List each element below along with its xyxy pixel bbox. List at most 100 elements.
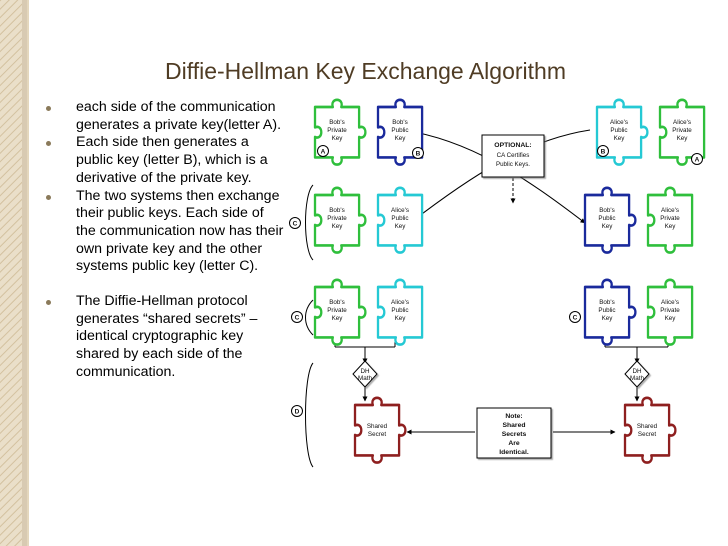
note-box-line: Secrets [502, 431, 527, 438]
svg-text:Alice's: Alice's [661, 207, 679, 214]
puzzle-shared-secret-right: Shared Secret [623, 396, 677, 464]
svg-text:C: C [293, 221, 298, 228]
label-a-left: A [317, 145, 329, 157]
puzzle-piece-icon [353, 396, 407, 464]
puzzle-piece-icon [313, 186, 367, 254]
puzzle-alice-private-row2: Alice's Private Key [646, 186, 694, 254]
puzzle-alice-public-row1: Alice's Public Key [595, 98, 649, 166]
puzzle-shared-secret-left: Shared Secret [353, 396, 407, 464]
note-box [476, 407, 552, 459]
optional-box-line: CA Certifies [497, 152, 530, 159]
svg-text:Public: Public [391, 127, 408, 134]
svg-text:Private: Private [660, 307, 680, 314]
puzzle-piece-icon [583, 278, 637, 346]
label-b-right: B [597, 145, 609, 157]
dh-diagram: Bob's Private Key Bob's Public Key Alice… [289, 98, 706, 468]
svg-text:Secret: Secret [368, 431, 386, 438]
puzzle-piece-icon [376, 98, 424, 166]
svg-text:Secret: Secret [638, 431, 656, 438]
svg-text:Alice's: Alice's [391, 207, 409, 214]
optional-ca-box [481, 134, 545, 178]
puzzle-alice-public-row2: Alice's Public Key [376, 186, 424, 254]
bullet-dot-icon [46, 141, 51, 147]
puzzle-piece-icon [595, 98, 649, 166]
svg-text:Key: Key [614, 135, 626, 142]
puzzle-piece-icon [313, 278, 367, 346]
puzzle-piece-icon [376, 278, 424, 346]
puzzle-piece-icon [376, 186, 424, 254]
svg-text:Bob's: Bob's [392, 119, 408, 126]
svg-text:Key: Key [332, 223, 344, 230]
puzzle-bob-private-row2: Bob's Private Key [313, 186, 367, 254]
svg-text:Bob's: Bob's [329, 299, 345, 306]
svg-text:Bob's: Bob's [599, 207, 615, 214]
svg-text:Shared: Shared [637, 423, 658, 430]
bullet-list: each side of the communication generates… [46, 99, 286, 382]
svg-text:Public: Public [391, 215, 408, 222]
svg-text:Alice's: Alice's [610, 119, 628, 126]
sidebar-decoration [0, 0, 29, 546]
puzzle-alice-public-row3: Alice's Public Key [376, 278, 424, 346]
svg-text:Key: Key [665, 315, 677, 322]
svg-text:Alice's: Alice's [673, 119, 691, 126]
svg-text:DH: DH [360, 368, 370, 375]
bullet-dot-icon [46, 194, 51, 200]
optional-box-line: OPTIONAL: [494, 142, 531, 149]
svg-text:C: C [573, 315, 578, 322]
bullet-item: Each side then generates a public key (l… [46, 134, 286, 187]
puzzle-piece-icon [583, 186, 637, 254]
svg-text:Shared: Shared [367, 423, 388, 430]
svg-text:Key: Key [602, 223, 614, 230]
label-b-left: B [412, 147, 424, 159]
svg-text:Public: Public [391, 307, 408, 314]
svg-text:Alice's: Alice's [661, 299, 679, 306]
dh-math-left: DH Math [352, 360, 378, 388]
puzzle-piece-icon [623, 396, 677, 464]
dh-math-right: DH Math [624, 360, 650, 388]
svg-text:Private: Private [327, 127, 347, 134]
svg-text:Private: Private [660, 215, 680, 222]
svg-text:Bob's: Bob's [599, 299, 615, 306]
slide-title: Diffie-Hellman Key Exchange Algorithm [165, 58, 566, 84]
bullet-dot-icon [46, 106, 51, 111]
puzzle-bob-public-row2: Bob's Public Key [583, 186, 637, 254]
note-box-line: Are [508, 440, 520, 447]
svg-text:Key: Key [332, 135, 344, 142]
label-c-row2: C [289, 217, 301, 229]
svg-text:Public: Public [598, 215, 615, 222]
svg-text:Key: Key [395, 223, 407, 230]
bullet-item: The two systems then exchange their publ… [46, 188, 286, 277]
puzzle-bob-public-row1: Bob's Public Key [376, 98, 424, 166]
svg-text:Key: Key [665, 223, 677, 230]
svg-text:Private: Private [327, 307, 347, 314]
svg-text:Alice's: Alice's [391, 299, 409, 306]
svg-text:Bob's: Bob's [329, 207, 345, 214]
puzzle-bob-public-row3: Bob's Public Key [583, 278, 637, 346]
label-c-row3-right: C [569, 311, 581, 323]
svg-text:Math: Math [358, 375, 372, 382]
note-box-line: Shared [502, 422, 525, 429]
svg-text:Key: Key [332, 315, 344, 322]
svg-text:DH: DH [632, 368, 642, 375]
label-a-right: A [691, 153, 703, 165]
bullet-item: The Diffie-Hellman protocol generates “s… [46, 293, 286, 382]
svg-text:Key: Key [602, 315, 614, 322]
bullet-item: each side of the communication generates… [46, 99, 286, 134]
puzzle-alice-private-row1: Alice's Private Key [658, 98, 706, 166]
puzzle-alice-private-row3: Alice's Private Key [646, 278, 694, 346]
svg-text:Key: Key [395, 315, 407, 322]
svg-text:Private: Private [327, 215, 347, 222]
svg-text:A: A [321, 149, 326, 156]
puzzle-bob-private-row3: Bob's Private Key [313, 278, 367, 346]
svg-text:Key: Key [677, 135, 689, 142]
svg-text:Key: Key [395, 135, 407, 142]
svg-text:Math: Math [630, 375, 644, 382]
label-d: D [291, 405, 303, 417]
puzzle-piece-icon [646, 186, 694, 254]
note-box-line: Note: [505, 413, 522, 420]
svg-text:Public: Public [598, 307, 615, 314]
svg-text:Bob's: Bob's [329, 119, 345, 126]
svg-text:B: B [416, 151, 421, 158]
puzzle-piece-icon [646, 278, 694, 346]
svg-text:Public: Public [610, 127, 627, 134]
